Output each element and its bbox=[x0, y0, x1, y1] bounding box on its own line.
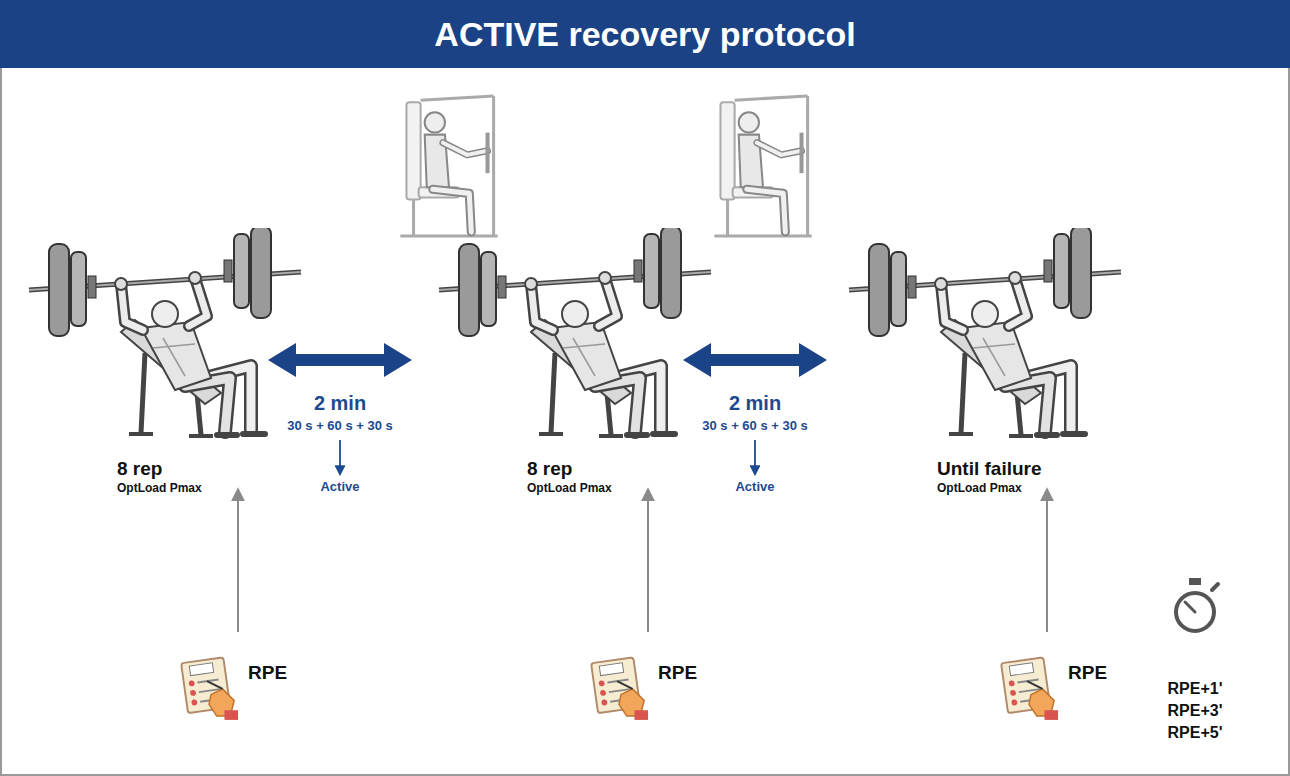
chest-press-machine bbox=[714, 96, 811, 236]
down-arrow bbox=[754, 440, 756, 474]
load-note: OptLoad Pmax bbox=[527, 482, 612, 496]
up-arrow bbox=[237, 490, 239, 632]
rpe-label: RPE bbox=[1068, 662, 1107, 684]
recovery-type: Active bbox=[320, 480, 359, 495]
set-reps: Until failure bbox=[937, 458, 1042, 480]
double-arrow bbox=[268, 343, 412, 377]
bench-press-figure bbox=[439, 226, 711, 436]
rpe-timepoint: RPE+1' bbox=[1168, 680, 1223, 698]
rpe-timepoint: RPE+5' bbox=[1168, 724, 1223, 742]
load-note: OptLoad Pmax bbox=[117, 482, 202, 496]
load-note: OptLoad Pmax bbox=[937, 482, 1022, 496]
set-reps: 8 rep bbox=[527, 458, 572, 480]
title-bar: ACTIVE recovery protocol bbox=[0, 0, 1290, 68]
stopwatch-icon bbox=[1176, 578, 1218, 631]
bench-press-figure bbox=[29, 226, 301, 436]
down-arrow bbox=[339, 440, 341, 474]
rest-split: 30 s + 60 s + 30 s bbox=[287, 419, 393, 434]
rpe-label: RPE bbox=[658, 662, 697, 684]
double-arrow bbox=[683, 343, 827, 377]
rpe-timepoint: RPE+3' bbox=[1168, 702, 1223, 720]
rest-duration: 2 min bbox=[314, 392, 366, 415]
rpe-label: RPE bbox=[248, 662, 287, 684]
chest-press-machine bbox=[400, 96, 497, 236]
diagram-title: ACTIVE recovery protocol bbox=[434, 15, 855, 54]
questionnaire-icon bbox=[1001, 657, 1058, 720]
recovery-type: Active bbox=[735, 480, 774, 495]
questionnaire-icon bbox=[591, 657, 648, 720]
rest-split: 30 s + 60 s + 30 s bbox=[702, 419, 808, 434]
bench-press-figure bbox=[849, 226, 1121, 436]
rest-duration: 2 min bbox=[729, 392, 781, 415]
up-arrow bbox=[647, 490, 649, 632]
set-reps: 8 rep bbox=[117, 458, 162, 480]
up-arrow bbox=[1046, 490, 1048, 632]
questionnaire-icon bbox=[181, 657, 238, 720]
